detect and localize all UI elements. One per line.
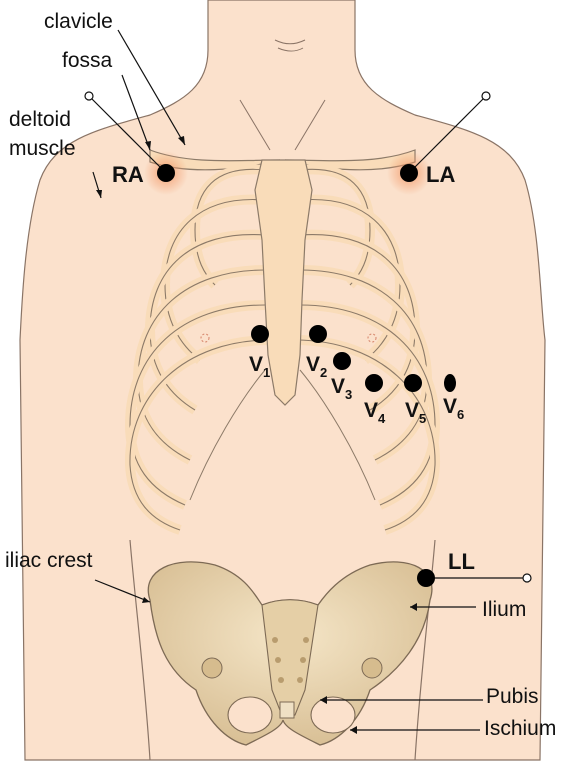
label-la: LA <box>426 162 455 187</box>
label-v1: V1 <box>249 353 270 380</box>
label-pubis: Pubis <box>486 685 539 708</box>
sternum <box>254 159 313 406</box>
clavicle-leader <box>117 29 186 146</box>
electrode-v6 <box>444 374 456 392</box>
label-clavicle: clavicle <box>44 10 113 33</box>
electrode-v4 <box>365 374 383 392</box>
electrode-v5 <box>404 374 422 392</box>
label-deltoid-line2: muscle <box>9 137 76 160</box>
electrodes <box>157 164 456 587</box>
leader-lines <box>88 29 527 731</box>
rib-cage <box>124 164 441 535</box>
electrode-v2 <box>309 325 327 343</box>
label-v4: V4 <box>364 399 386 426</box>
label-v5: V5 <box>405 399 426 426</box>
label-fossa: fossa <box>62 49 113 72</box>
label-ischium: Ischium <box>484 717 556 740</box>
arrowheads <box>96 136 417 734</box>
label-ra: RA <box>112 162 144 187</box>
ra-wire-end <box>84 91 94 101</box>
label-v3: V3 <box>331 375 352 402</box>
fossa-leader <box>121 74 151 151</box>
label-v2: V2 <box>306 353 327 380</box>
label-ilium: Ilium <box>482 598 526 621</box>
electrode-la <box>400 164 418 182</box>
la-wire <box>408 95 487 174</box>
label-ll: LL <box>448 549 475 574</box>
iliac-crest-leader <box>94 579 151 603</box>
electrode-ra <box>157 164 175 182</box>
label-iliac-crest: iliac crest <box>5 549 93 572</box>
label-v6: V6 <box>443 395 464 422</box>
electrode-ll <box>417 569 435 587</box>
ll-wire-end <box>522 573 532 583</box>
electrode-v3 <box>333 352 351 370</box>
la-wire-end <box>481 91 491 101</box>
ra-wire <box>88 95 167 174</box>
pelvis <box>147 561 433 746</box>
label-deltoid-line1: deltoid <box>9 108 71 131</box>
electrode-v1 <box>251 325 269 343</box>
